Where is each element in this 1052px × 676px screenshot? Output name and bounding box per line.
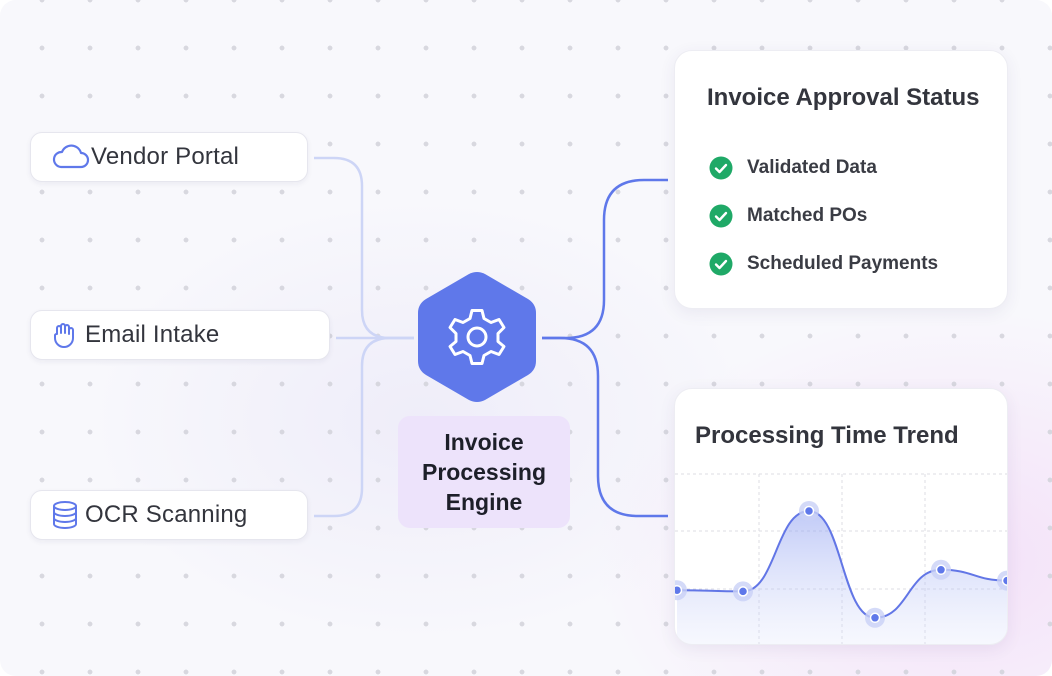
status-item: Scheduled Payments bbox=[709, 251, 938, 277]
processing-trend-card: Processing Time Trend bbox=[674, 388, 1008, 645]
trend-point bbox=[675, 580, 687, 601]
trend-point bbox=[931, 559, 951, 580]
connector-approval-status bbox=[542, 178, 668, 340]
cloud-icon bbox=[51, 142, 91, 172]
trend-point bbox=[733, 581, 753, 602]
hand-icon bbox=[51, 320, 85, 350]
status-item: Matched POs bbox=[709, 203, 867, 229]
engine-label-line: Engine bbox=[445, 489, 523, 515]
trend-area bbox=[677, 511, 1007, 644]
database-icon bbox=[51, 500, 85, 530]
status-item-label: Scheduled Payments bbox=[747, 253, 939, 274]
check-circle-icon bbox=[709, 156, 733, 180]
check-circle-icon bbox=[709, 204, 733, 228]
approval-status-card: Invoice Approval Status Validated Data M… bbox=[674, 50, 1008, 309]
source-ocr-scanning[interactable]: OCR Scanning bbox=[30, 490, 308, 540]
connector-processing-trend bbox=[542, 336, 668, 518]
engine-label: Invoice Processing Engine bbox=[398, 416, 570, 528]
trend-chart bbox=[675, 473, 1007, 644]
gear-icon bbox=[448, 309, 506, 365]
status-item-label: Matched POs bbox=[747, 205, 868, 226]
source-label: Vendor Portal bbox=[91, 143, 240, 170]
source-label: OCR Scanning bbox=[85, 501, 248, 528]
status-item-label: Validated Data bbox=[747, 157, 877, 178]
trend-point bbox=[865, 607, 885, 628]
connector-vendor-portal bbox=[314, 156, 414, 340]
status-item: Validated Data bbox=[709, 155, 877, 181]
engine-node[interactable] bbox=[416, 270, 538, 404]
check-circle-icon bbox=[709, 252, 733, 276]
source-email-intake[interactable]: Email Intake bbox=[30, 310, 330, 360]
engine-label-line: Invoice bbox=[444, 429, 524, 455]
trend-point bbox=[799, 501, 819, 521]
source-vendor-portal[interactable]: Vendor Portal bbox=[30, 132, 308, 182]
source-label: Email Intake bbox=[85, 321, 220, 348]
engine-label-line: Processing bbox=[422, 459, 546, 485]
approval-status-title: Invoice Approval Status bbox=[707, 84, 980, 111]
connector-ocr-scanning bbox=[314, 336, 414, 518]
trend-point bbox=[997, 570, 1007, 591]
trend-title: Processing Time Trend bbox=[695, 422, 959, 449]
